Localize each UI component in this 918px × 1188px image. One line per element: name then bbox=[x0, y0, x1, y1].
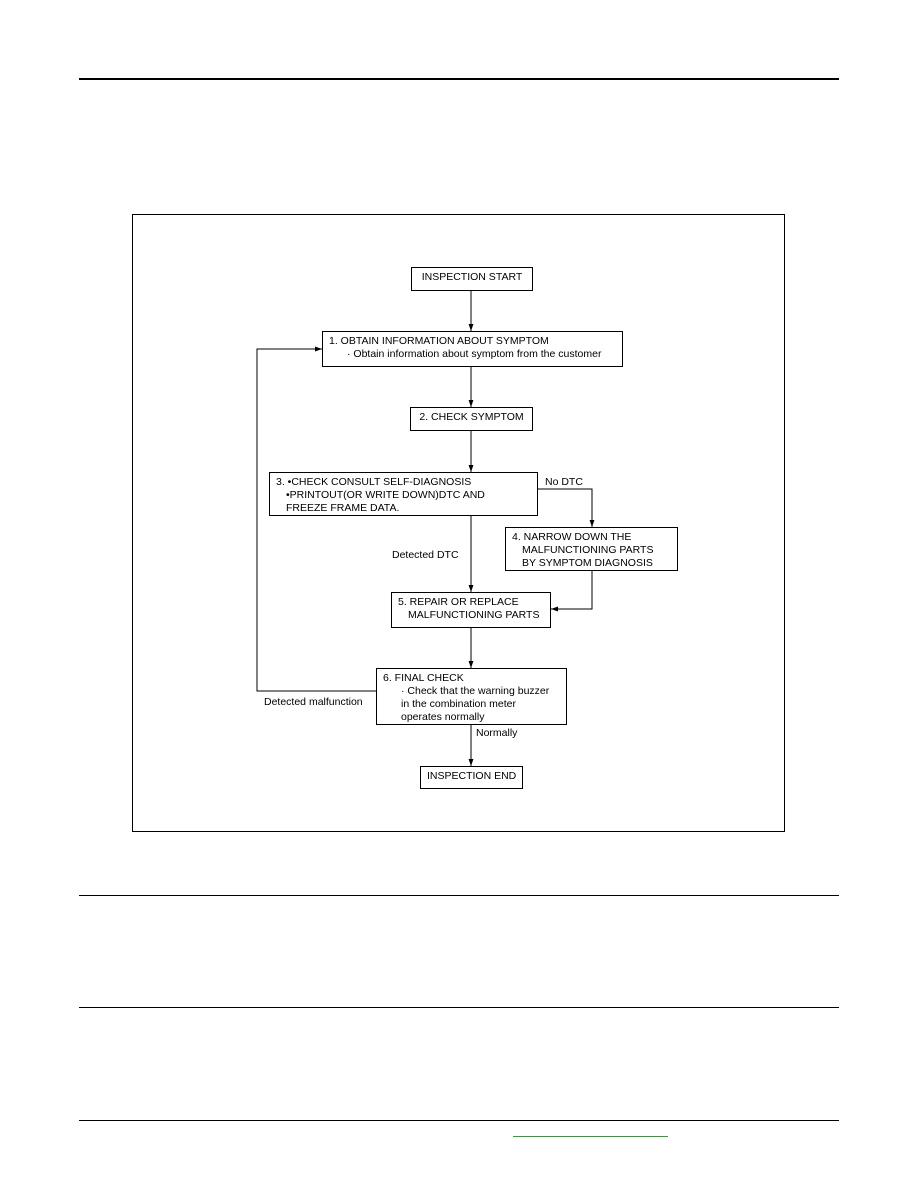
step5-line2: MALFUNCTIONING PARTS bbox=[408, 609, 540, 621]
step2-node: 2. CHECK SYMPTOM bbox=[410, 407, 533, 431]
section-divider bbox=[79, 1007, 839, 1008]
section-divider bbox=[79, 895, 839, 896]
step3-line2: •PRINTOUT(OR WRITE DOWN)DTC AND bbox=[286, 489, 485, 501]
diagram-frame bbox=[132, 214, 785, 832]
step1-detail: · Obtain information about symptom from … bbox=[347, 348, 602, 360]
header-rule bbox=[79, 78, 839, 80]
footer-link[interactable] bbox=[513, 1136, 668, 1137]
step4-node: 4. NARROW DOWN THE MALFUNCTIONING PARTS … bbox=[505, 527, 678, 571]
label-detected-dtc: Detected DTC bbox=[392, 549, 459, 561]
step6-detail3: operates normally bbox=[401, 711, 485, 723]
step3-node: 3. •CHECK CONSULT SELF-DIAGNOSIS •PRINTO… bbox=[269, 472, 538, 516]
step5-node: 5. REPAIR OR REPLACE MALFUNCTIONING PART… bbox=[391, 592, 551, 628]
label-normally: Normally bbox=[476, 727, 518, 739]
step1-node: 1. OBTAIN INFORMATION ABOUT SYMPTOM · Ob… bbox=[322, 331, 623, 367]
step6-title: 6. FINAL CHECK bbox=[383, 672, 464, 684]
step5-line1: 5. REPAIR OR REPLACE bbox=[398, 596, 519, 608]
inspection-end-node: INSPECTION END bbox=[420, 766, 523, 789]
step2-title: 2. CHECK SYMPTOM bbox=[419, 411, 524, 423]
label-detected-malfunction: Detected malfunction bbox=[264, 696, 363, 708]
inspection-start-text: INSPECTION START bbox=[421, 271, 523, 283]
inspection-end-text: INSPECTION END bbox=[427, 770, 517, 782]
footer-rule bbox=[79, 1120, 839, 1121]
arrow-step6-loop-to-step1 bbox=[256, 346, 376, 692]
step3-line3: FREEZE FRAME DATA. bbox=[286, 502, 400, 514]
step6-detail1: · Check that the warning buzzer bbox=[401, 685, 550, 697]
step3-line1: 3. •CHECK CONSULT SELF-DIAGNOSIS bbox=[276, 476, 472, 488]
arrow-step3-to-step4 bbox=[538, 488, 595, 527]
arrow-step4-to-step5 bbox=[551, 571, 593, 612]
step4-line3: BY SYMPTOM DIAGNOSIS bbox=[522, 557, 653, 569]
step4-line1: 4. NARROW DOWN THE bbox=[512, 531, 632, 543]
inspection-start-node: INSPECTION START bbox=[411, 267, 533, 291]
step6-node: 6. FINAL CHECK · Check that the warning … bbox=[376, 668, 567, 725]
step4-line2: MALFUNCTIONING PARTS bbox=[522, 544, 654, 556]
step6-detail2: in the combination meter bbox=[401, 698, 516, 710]
label-no-dtc: No DTC bbox=[545, 476, 583, 488]
step1-title: 1. OBTAIN INFORMATION ABOUT SYMPTOM bbox=[329, 335, 549, 347]
